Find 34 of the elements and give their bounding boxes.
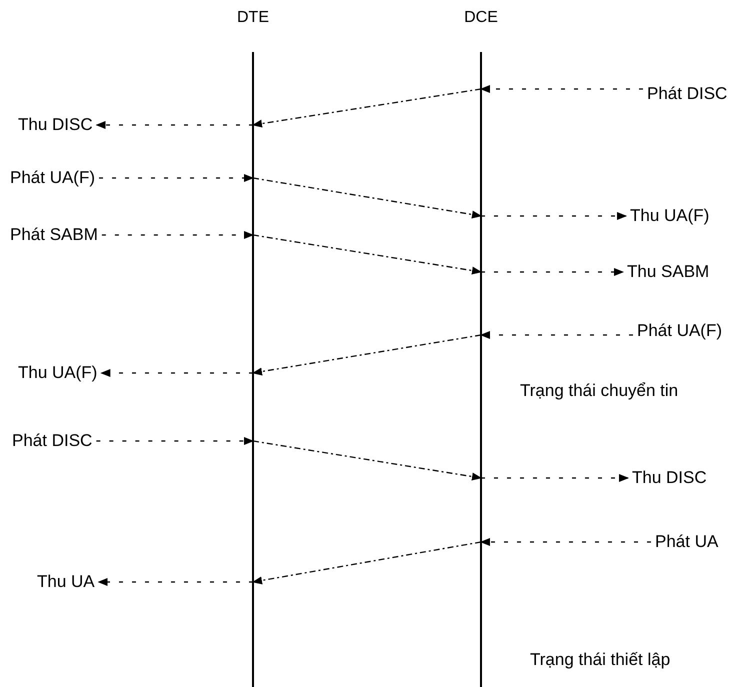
- message-label: Phát DISC: [12, 430, 92, 452]
- arrow: [480, 331, 633, 339]
- arrow: [252, 334, 482, 376]
- state-label: Trạng thái chuyển tin: [520, 380, 678, 402]
- state-label: Trạng thái thiết lập: [530, 649, 670, 671]
- arrow: [252, 234, 482, 274]
- message-label: Phát UA: [655, 531, 718, 553]
- arrow: [100, 369, 253, 377]
- arrow: [252, 541, 482, 584]
- arrow: [252, 88, 482, 128]
- arrow: [480, 85, 643, 93]
- message-label: Thu DISC: [632, 467, 707, 489]
- message-label: Phát DISC: [647, 83, 728, 105]
- message-label: Thu DISC: [18, 114, 93, 136]
- message-label: Phát UA(F): [10, 167, 96, 189]
- arrow: [252, 177, 482, 218]
- arrow: [102, 231, 254, 239]
- lifeline-heading: DTE: [236, 8, 270, 28]
- message-label: Thu UA: [37, 571, 95, 593]
- message-label: Thu UA(F): [630, 205, 710, 227]
- arrow: [480, 538, 651, 546]
- message-label: Phát SABM: [10, 224, 98, 246]
- arrow: [252, 440, 482, 480]
- arrow: [98, 578, 253, 586]
- arrow: [96, 437, 254, 445]
- arrow: [481, 474, 629, 482]
- arrow: [99, 174, 254, 182]
- arrow: [96, 121, 253, 129]
- lifeline-heading: DCE: [463, 8, 499, 28]
- arrow: [481, 212, 627, 220]
- message-label: Phát UA(F): [637, 320, 722, 342]
- message-label: Thu SABM: [627, 261, 710, 283]
- arrow: [481, 268, 624, 276]
- message-label: Thu UA(F): [18, 362, 98, 384]
